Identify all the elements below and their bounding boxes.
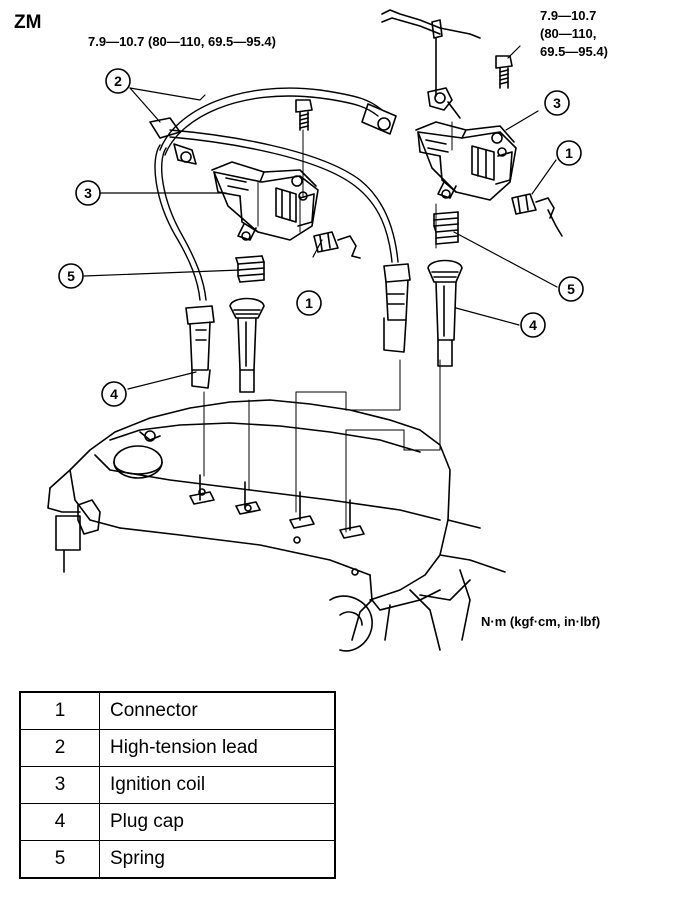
callout-3-left: 3 <box>75 180 101 206</box>
legend-number: 1 <box>19 691 100 730</box>
high-tension-leads <box>154 87 399 301</box>
torque-spec-right-line: 69.5—95.4) <box>540 44 608 59</box>
table-row: 4 Plug cap <box>19 803 336 841</box>
callout-leaders <box>83 45 558 390</box>
legend-part-name: Plug cap <box>99 803 336 841</box>
legend-number: 5 <box>19 840 100 879</box>
legend-part-name: High-tension lead <box>99 729 336 767</box>
callout-number: 1 <box>565 145 573 161</box>
bolt-right <box>495 55 513 89</box>
callouts: 2 3 3 1 5 1 5 4 <box>58 68 584 407</box>
legend-number: 2 <box>19 729 100 767</box>
callout-5-right: 5 <box>558 276 584 302</box>
callout-number: 4 <box>110 386 118 402</box>
callout-number: 5 <box>567 281 575 297</box>
lead-boot-right <box>361 103 397 135</box>
callout-5-left: 5 <box>58 263 84 289</box>
table-row: 1 Connector <box>19 691 336 730</box>
callout-number: 1 <box>305 295 313 311</box>
connector-right <box>511 193 563 237</box>
callout-number: 2 <box>114 73 122 89</box>
callout-number: 3 <box>553 95 561 111</box>
connector-left <box>313 231 361 259</box>
ignition-system-diagram: 2 3 3 1 5 1 5 4 <box>47 9 584 652</box>
legend-part-name: Ignition coil <box>99 766 336 804</box>
legend-number: 4 <box>19 803 100 841</box>
legend-part-name: Spring <box>99 840 336 879</box>
callout-4-left: 4 <box>101 381 127 407</box>
legend-part-name: Connector <box>99 691 336 730</box>
callout-1-left: 1 <box>296 290 322 316</box>
bracket-top-right <box>381 9 481 119</box>
callout-number: 5 <box>67 268 75 284</box>
plug-caps-left <box>185 297 265 393</box>
spring-left <box>235 255 265 283</box>
callout-2: 2 <box>105 68 131 94</box>
callout-number: 3 <box>84 185 92 201</box>
torque-units: N·m (kgf·cm, in·lbf) <box>481 614 601 629</box>
torque-spec-right-line: 7.9—10.7 <box>540 8 597 23</box>
callout-1-right: 1 <box>556 140 582 166</box>
callout-3-right: 3 <box>544 90 570 116</box>
bolt-left <box>295 99 313 131</box>
engine-head-cover <box>47 399 506 652</box>
legend-number: 3 <box>19 766 100 804</box>
parts-legend-table: 1 Connector 2 High-tension lead 3 Igniti… <box>19 691 336 879</box>
table-row: 2 High-tension lead <box>19 729 336 767</box>
lead-boots-left <box>149 117 197 165</box>
ignition-coil-right <box>415 121 517 201</box>
callout-4-right: 4 <box>520 312 546 338</box>
assembly-guide-lines <box>203 121 453 533</box>
plug-caps-right <box>383 259 463 367</box>
spring-right <box>433 211 459 245</box>
torque-spec-right-line: (80—110, <box>540 26 597 41</box>
table-row: 3 Ignition coil <box>19 766 336 804</box>
table-row: 5 Spring <box>19 840 336 879</box>
section-code: ZM <box>14 12 42 33</box>
ignition-coil-left <box>211 161 319 241</box>
torque-spec-left: 7.9—10.7 (80—110, 69.5—95.4) <box>88 34 276 49</box>
callout-number: 4 <box>529 317 537 333</box>
